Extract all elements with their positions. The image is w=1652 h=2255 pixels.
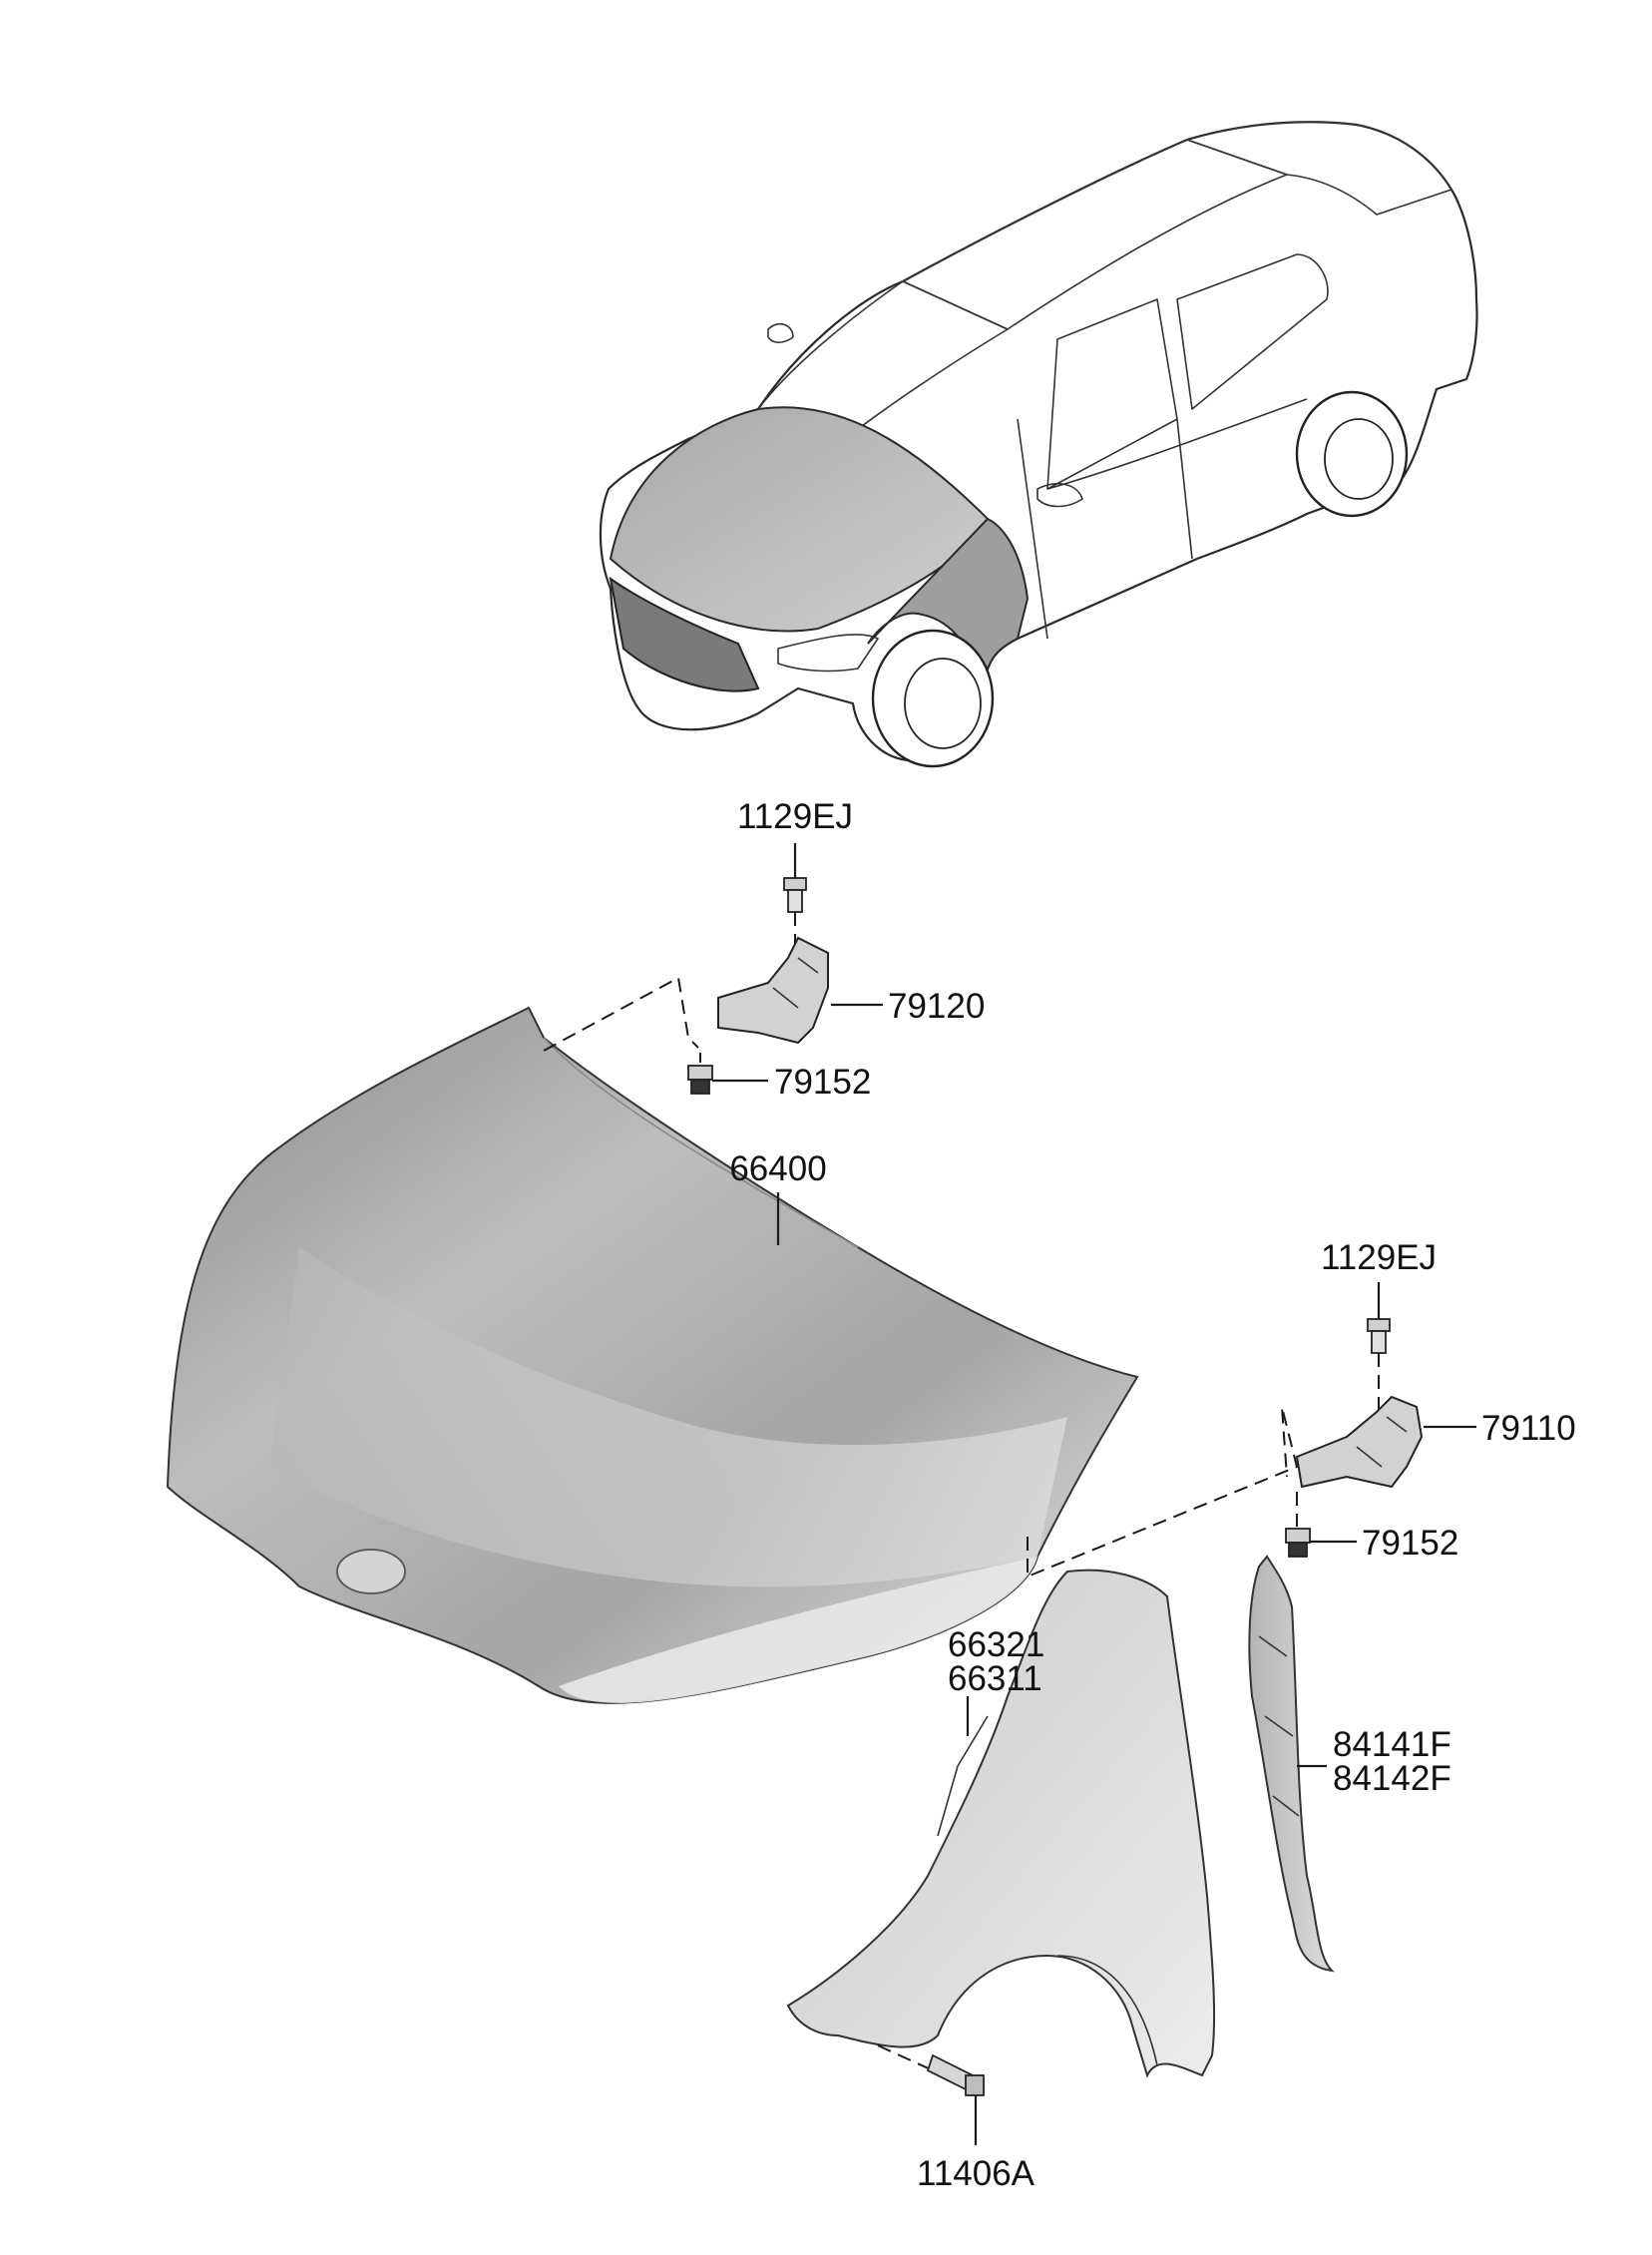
bolt-icon	[783, 877, 807, 913]
right-hinge-assembly	[1027, 1282, 1476, 1578]
label-84141F: 84141F	[1333, 1725, 1451, 1764]
label-79152-right: 79152	[1362, 1524, 1458, 1563]
bolt-icon	[1367, 1318, 1391, 1354]
hinge-79110-shape	[1295, 1395, 1424, 1489]
nut-icon	[1285, 1528, 1311, 1558]
label-66321: 66321	[948, 1625, 1044, 1664]
nut-icon	[687, 1065, 713, 1095]
label-79110: 79110	[1481, 1409, 1576, 1448]
hinge-79120-shape	[717, 936, 829, 1045]
label-79120: 79120	[888, 987, 985, 1026]
fender-part	[786, 1569, 1216, 2145]
label-79152-left: 79152	[774, 1063, 871, 1102]
label-84142F: 84142F	[1333, 1759, 1451, 1798]
fender-liner-part	[1248, 1555, 1335, 1973]
label-66400: 66400	[729, 1149, 826, 1188]
car-overview	[599, 121, 1478, 768]
label-66311: 66311	[948, 1659, 1042, 1698]
bolt-icon	[926, 2053, 985, 2096]
left-hinge-assembly	[543, 843, 883, 1095]
label-1129EJ-right: 1129EJ	[1321, 1238, 1437, 1277]
hood-emblem-icon	[336, 1549, 406, 1594]
label-11406A: 11406A	[917, 2154, 1035, 2193]
hood-part	[166, 1006, 1139, 1704]
label-1129EJ-top: 1129EJ	[737, 797, 853, 836]
